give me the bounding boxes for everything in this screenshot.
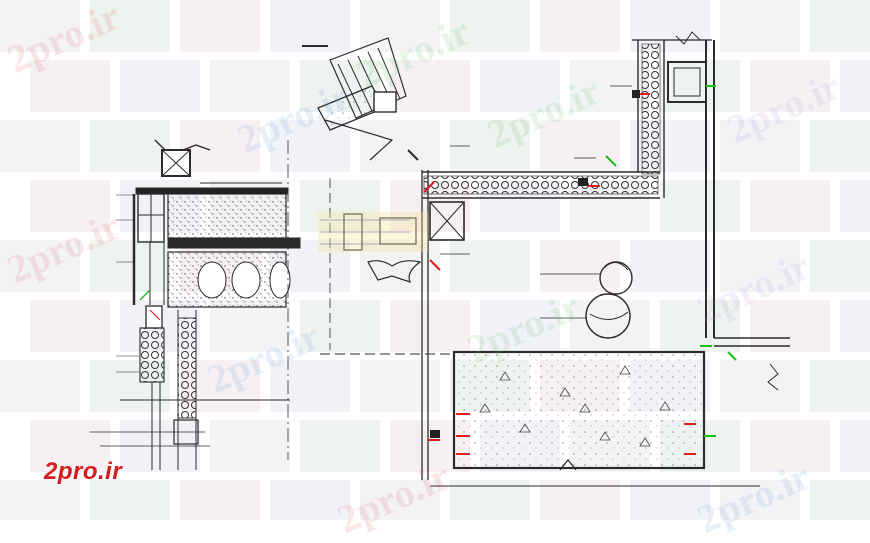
glazing-mullion-detail — [320, 170, 465, 480]
background-tile — [450, 240, 530, 292]
background-tile — [660, 180, 740, 232]
background-tile — [660, 300, 740, 352]
background-tile — [210, 60, 290, 112]
background-tile — [30, 420, 110, 472]
background-tile — [90, 480, 170, 520]
concrete-slab — [430, 350, 760, 487]
background-tile — [300, 180, 380, 232]
architectural-detail-drawing — [90, 31, 790, 487]
background-tile — [360, 120, 440, 172]
background-tile — [30, 300, 110, 352]
background-tile — [630, 240, 710, 292]
background-tile — [120, 60, 200, 112]
background-tile — [720, 480, 800, 520]
background-tile — [630, 480, 710, 520]
background-tile — [30, 180, 110, 232]
background-tile — [540, 0, 620, 52]
background-tile — [750, 300, 830, 352]
background-tile — [210, 300, 290, 352]
background-tile — [840, 420, 870, 472]
background-tile — [840, 60, 870, 112]
background-tile — [570, 300, 650, 352]
background-tile — [210, 420, 290, 472]
background-tile — [810, 480, 870, 520]
background-tile — [270, 360, 350, 412]
background-tile — [750, 180, 830, 232]
background-tile — [0, 360, 80, 412]
background-tile — [90, 0, 170, 52]
background-tile — [750, 60, 830, 112]
background-tile — [450, 480, 530, 520]
background-tile — [180, 0, 260, 52]
background-tile — [360, 240, 440, 292]
background-tile — [810, 120, 870, 172]
slab-markers — [423, 85, 737, 455]
background-tile — [720, 360, 800, 412]
left-wall-section — [90, 139, 301, 470]
background-tile — [0, 240, 80, 292]
background-tile — [360, 480, 440, 520]
background-tile — [270, 480, 350, 520]
brand-logo[interactable]: 2pro.ir — [44, 458, 123, 485]
background-tile — [540, 480, 620, 520]
background-tile — [720, 0, 800, 52]
background-tile — [840, 180, 870, 232]
background-tile — [390, 300, 470, 352]
red-marker — [149, 309, 161, 321]
background-tile — [840, 300, 870, 352]
background-tile — [270, 0, 350, 52]
background-tile — [720, 120, 800, 172]
background-tile — [90, 120, 170, 172]
background-tile — [450, 0, 530, 52]
background-tile — [0, 480, 80, 520]
background-tile — [810, 0, 870, 52]
background-tile — [300, 300, 380, 352]
background-tile — [810, 360, 870, 412]
background-tile — [90, 240, 170, 292]
background-tile — [360, 360, 440, 412]
background-tile — [720, 240, 800, 292]
background-tile — [540, 120, 620, 172]
background-tile — [480, 300, 560, 352]
background-tile — [630, 0, 710, 52]
background-tile — [480, 60, 560, 112]
background-tile — [270, 120, 350, 172]
background-tile — [750, 420, 830, 472]
rotated-eave-detail — [302, 37, 419, 161]
background-tile — [0, 0, 80, 52]
small-box-markers — [430, 90, 640, 438]
background-tile — [180, 480, 260, 520]
background-tile — [300, 420, 380, 472]
insulated-wall-section — [422, 31, 790, 391]
background-tile — [30, 60, 110, 112]
background-tile — [810, 240, 870, 292]
yellow-highlight — [318, 212, 428, 252]
background-tile — [0, 120, 80, 172]
green-marker — [139, 289, 151, 301]
